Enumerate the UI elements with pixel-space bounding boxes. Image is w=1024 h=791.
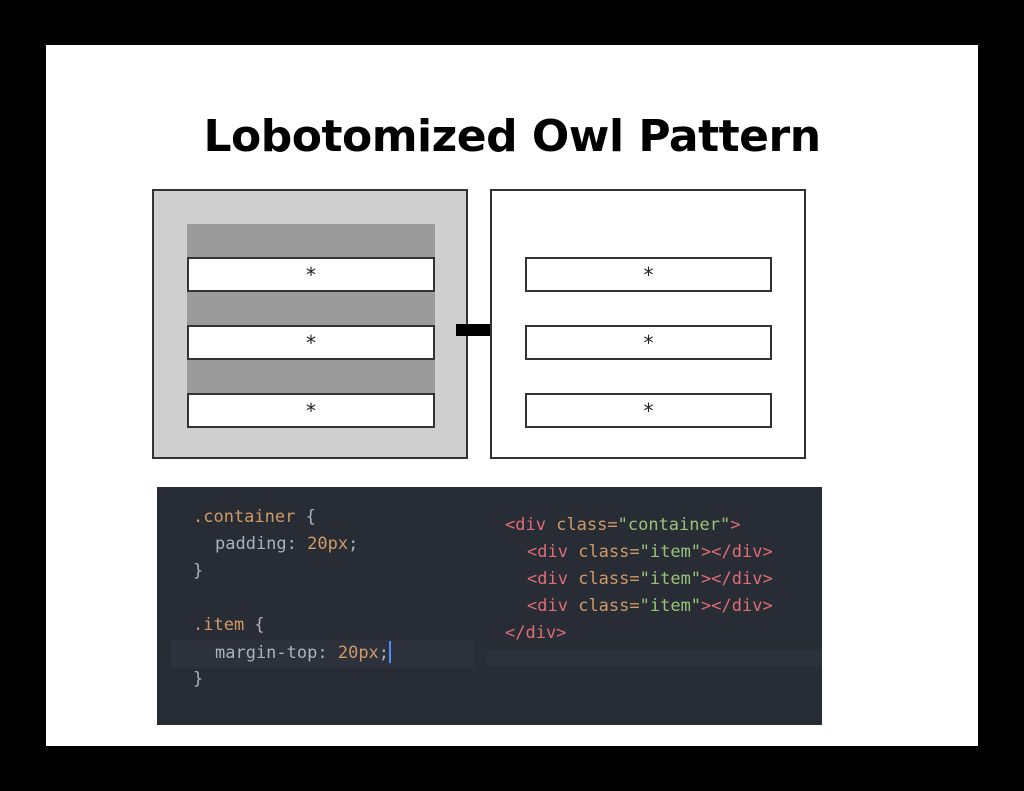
slide: Lobotomized Owl Pattern * * * * * * .con…	[46, 45, 978, 746]
css-selector: .item	[193, 615, 245, 635]
before-item: *	[187, 325, 435, 360]
html-line: <div class="item"></div>	[527, 568, 773, 590]
html-close-tag: </div>	[505, 623, 567, 643]
code-editor: .container { padding: 20px; } .item { ma…	[157, 487, 822, 725]
after-item: *	[525, 257, 772, 292]
css-line: }	[193, 560, 203, 582]
html-line: <div class="item"></div>	[527, 595, 773, 617]
css-brace: {	[295, 507, 316, 527]
css-selector: .container	[193, 507, 296, 527]
css-value: 20px	[307, 534, 349, 554]
active-line-highlight	[171, 640, 474, 668]
css-brace: }	[193, 669, 204, 689]
html-open-tag: <div	[505, 515, 546, 535]
active-line-highlight	[487, 650, 822, 666]
html-close-tag: </div>	[711, 569, 773, 589]
text-cursor	[389, 641, 392, 663]
html-attr: class=	[578, 596, 640, 616]
css-line: padding: 20px;	[215, 533, 358, 555]
css-line: .container {	[193, 506, 316, 528]
html-attr: class=	[578, 569, 640, 589]
after-item: *	[525, 325, 772, 360]
html-gt: >	[701, 542, 712, 562]
after-container: * * *	[490, 189, 806, 459]
html-line: </div>	[505, 622, 566, 644]
html-gt: >	[701, 569, 712, 589]
css-line: margin-top: 20px;	[215, 641, 392, 664]
css-brace: {	[244, 615, 265, 635]
css-property: padding:	[215, 534, 297, 554]
after-item: *	[525, 393, 772, 428]
css-brace: }	[193, 561, 204, 581]
html-gt: >	[701, 596, 712, 616]
html-open-tag: <div	[527, 542, 568, 562]
css-semicolon: ;	[378, 643, 390, 663]
slide-title: Lobotomized Owl Pattern	[203, 111, 821, 162]
css-value: 20px	[337, 643, 379, 663]
html-attr: class=	[578, 542, 640, 562]
html-string: "item"	[639, 569, 702, 589]
css-line: .item {	[193, 614, 265, 636]
css-line: }	[193, 668, 203, 690]
css-property: margin-top:	[215, 643, 328, 663]
html-line: <div class="container">	[505, 514, 740, 536]
html-line: <div class="item"></div>	[527, 541, 773, 563]
before-item: *	[187, 257, 435, 292]
html-attr: class=	[556, 515, 618, 535]
html-gt: >	[730, 515, 741, 535]
before-item: *	[187, 393, 435, 428]
html-string: "item"	[639, 542, 702, 562]
html-string: "container"	[617, 515, 731, 535]
css-semicolon: ;	[348, 534, 359, 554]
html-close-tag: </div>	[711, 596, 773, 616]
html-string: "item"	[639, 596, 702, 616]
html-open-tag: <div	[527, 569, 568, 589]
html-open-tag: <div	[527, 596, 568, 616]
before-container: * * *	[152, 189, 468, 459]
html-close-tag: </div>	[711, 542, 773, 562]
